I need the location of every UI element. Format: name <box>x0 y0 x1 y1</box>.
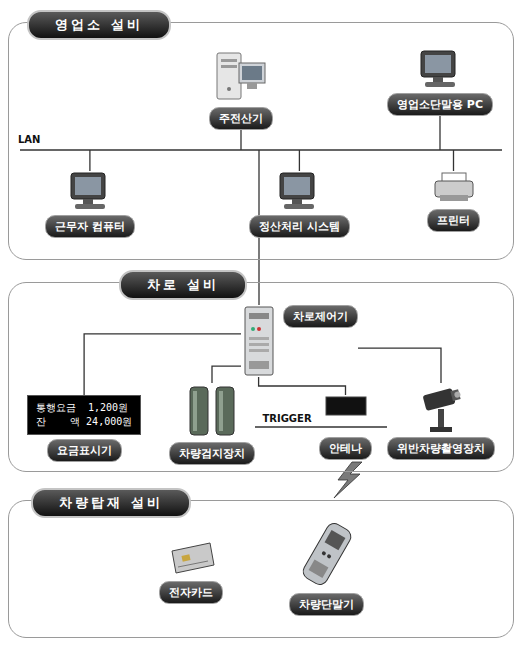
section-band: 영업소 설비주전산기영업소단말용 PC근무자 컴퓨터정산처리 시스템프린터 <box>8 22 514 260</box>
section-band: 차로 설비차로제어기통행요금 1,200원잔 액 24,000원요금표시기차량검… <box>8 282 514 472</box>
device-label: 영업소단말용 PC <box>387 93 493 116</box>
lane-controller-icon <box>241 305 277 377</box>
connector <box>84 334 241 395</box>
section-title: 차량탑재 설비 <box>31 488 191 518</box>
vehicle-detector-icon <box>182 383 242 438</box>
device-label: 주전산기 <box>209 107 273 130</box>
wireless-bolt <box>334 462 362 498</box>
section-title: 차로 설비 <box>119 270 247 300</box>
lan-stub <box>89 150 90 171</box>
device-label: 정산처리 시스템 <box>249 215 350 238</box>
staff-pc-icon <box>67 171 113 211</box>
violation-camera: 위반차량촬영장치 <box>387 383 495 460</box>
lan-stub <box>453 150 454 171</box>
staff-pc: 근무자 컴퓨터 <box>45 171 135 238</box>
lan-stub <box>299 150 300 171</box>
device-label: 근무자 컴퓨터 <box>45 215 135 238</box>
settlement-pc: 정산처리 시스템 <box>249 171 350 238</box>
device-label: 요금표시기 <box>47 439 122 462</box>
connector <box>259 377 346 395</box>
connector <box>358 348 441 383</box>
device-label: 차량단말기 <box>289 593 364 616</box>
violation-camera-icon <box>418 383 464 433</box>
main-server: 주전산기 <box>209 49 273 130</box>
settlement-pc-icon <box>276 171 322 211</box>
fare-display: 통행요금 1,200원잔 액 24,000원요금표시기 <box>27 395 141 462</box>
office-pc-icon <box>417 49 463 89</box>
lan-stub <box>439 116 440 150</box>
device-label: 차로제어기 <box>283 305 358 328</box>
main-server-icon <box>213 49 269 103</box>
onboard-unit-icon <box>296 519 358 589</box>
network-label: LAN <box>16 134 42 145</box>
smart-card: 전자카드 <box>159 541 223 604</box>
section-title: 영업소 설비 <box>27 10 171 40</box>
connector <box>212 366 241 383</box>
device-label: 전자카드 <box>159 581 223 604</box>
antenna: 안테나 <box>319 395 372 460</box>
display-screen: 통행요금 1,200원잔 액 24,000원 <box>27 395 141 435</box>
printer: 프린터 <box>427 171 480 232</box>
lan-stub <box>240 130 241 150</box>
signal-label: TRIGGER <box>260 413 313 424</box>
antenna-icon <box>324 395 368 417</box>
connector <box>255 426 387 427</box>
lan-bus <box>20 149 502 150</box>
display-text: 잔 액 24,000원 <box>36 415 132 429</box>
device-label: 차량검지장치 <box>169 442 255 465</box>
device-label: 프린터 <box>427 209 480 232</box>
display-text: 통행요금 1,200원 <box>36 401 132 415</box>
smart-card-icon <box>164 541 218 577</box>
onboard-unit: 차량단말기 <box>289 519 364 616</box>
lane-controller: 차로제어기 <box>241 305 358 377</box>
device-label: 위반차량촬영장치 <box>387 437 495 460</box>
section-band: 차량탑재 설비전자카드차량단말기 <box>8 500 514 638</box>
vehicle-detector: 차량검지장치 <box>169 383 255 465</box>
device-label: 안테나 <box>319 437 372 460</box>
office-pc: 영업소단말용 PC <box>387 49 493 116</box>
printer-icon <box>432 171 476 205</box>
